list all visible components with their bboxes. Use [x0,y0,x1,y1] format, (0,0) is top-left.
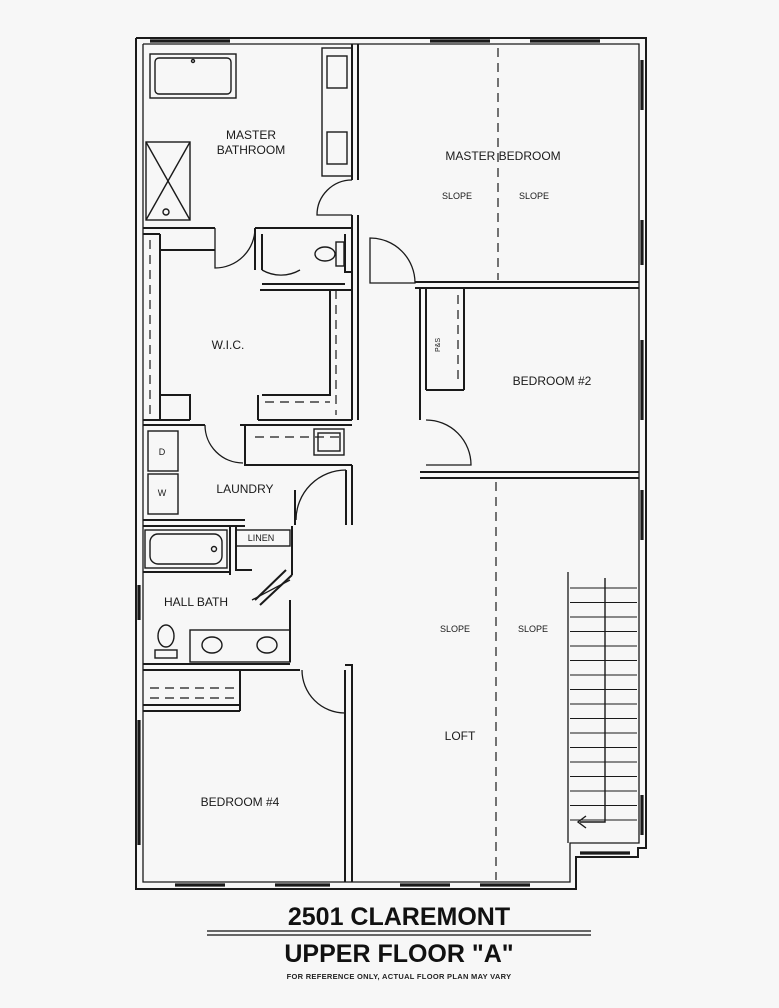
doors [204,179,472,714]
disclaimer: FOR REFERENCE ONLY, ACTUAL FLOOR PLAN MA… [287,972,512,981]
stair-arrow-head [576,815,587,829]
slope-label-mb-left: SLOPE [442,191,472,201]
address-title: 2501 CLAREMONT [288,903,510,931]
staircase [570,587,637,821]
exterior-walls [135,37,647,890]
room-label-ps: P&S [435,338,442,352]
room-label-master-bedroom: MASTER BEDROOM [445,149,560,163]
room-label-hall-bath: HALL BATH [164,595,228,609]
room-label-loft: LOFT [445,729,476,743]
washer-label: W [158,488,167,498]
stair-direction-arrow [580,578,606,823]
slope-label-loft-right: SLOPE [518,624,548,634]
slope-label-loft-left: SLOPE [440,624,470,634]
room-label-laundry: LAUNDRY [216,482,273,496]
room-label-master-bathroom-2: BATHROOM [217,143,285,157]
room-label-linen: LINEN [248,533,275,543]
slope-label-mb-right: SLOPE [519,191,549,201]
room-label-bedroom-4: BEDROOM #4 [201,795,280,809]
dryer-label: D [159,447,166,457]
fixtures [144,47,353,663]
room-label-master-bathroom-1: MASTER [226,128,276,142]
room-label-bedroom-2: BEDROOM #2 [513,374,592,388]
floor-title: UPPER FLOOR "A" [284,940,513,968]
dashed-lines [149,48,499,880]
interior-walls [143,44,639,882]
title-block: 2501 CLAREMONT UPPER FLOOR "A" FOR REFER… [207,903,591,981]
room-label-wic: W.I.C. [212,338,245,352]
